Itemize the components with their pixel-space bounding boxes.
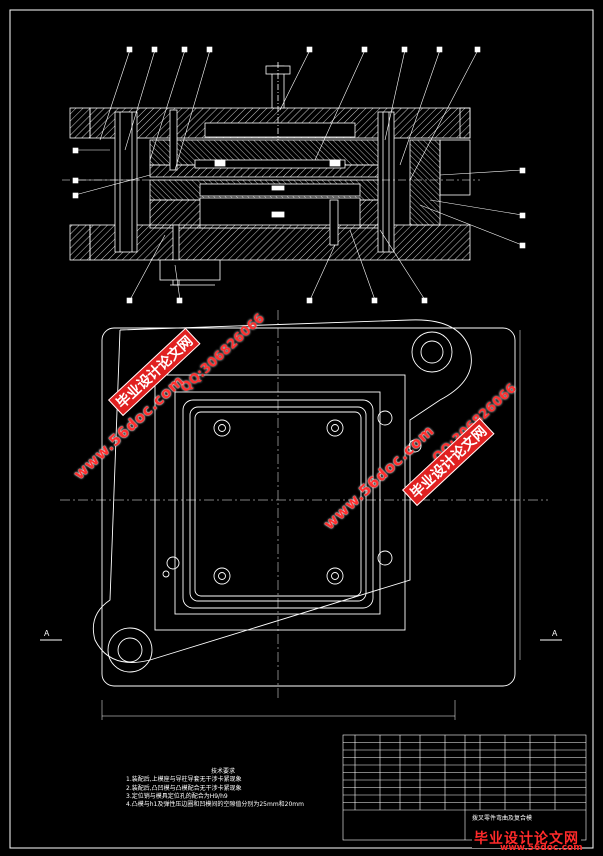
section-view (62, 62, 480, 286)
footer-logo-url: www.56doc.com (500, 843, 583, 853)
svg-text:A: A (552, 629, 558, 638)
title-block (342, 734, 587, 841)
drawing-border (9, 9, 594, 849)
plan-view: A A (40, 310, 562, 720)
footer-logo-title: 毕业设计论文网 (472, 828, 581, 848)
tech-item: 3.定位销与模具定位孔的配合为H9/h9 (126, 792, 228, 800)
tech-item: 2.装配后,凸凹模与凸模配合无干涉卡紧现象 (126, 784, 242, 792)
part-leaders (72, 46, 526, 304)
tech-item: 1.装配后,上模座与导柱导套无干涉卡紧现象 (126, 776, 242, 784)
technical-requirements: 技术要求 1.装配后,上模座与导柱导套无干涉卡紧现象 2.装配后,凸凹模与凸模配… (126, 768, 304, 809)
svg-text:A: A (44, 629, 50, 638)
tech-item: 4.凸模与h1及弹性压边圈和凹模间的空隙值分别为25mm和20mm (126, 801, 304, 809)
title-block-name: 拨叉零件弯曲及复合模 (472, 815, 533, 822)
tech-title: 技术要求 (211, 768, 236, 775)
